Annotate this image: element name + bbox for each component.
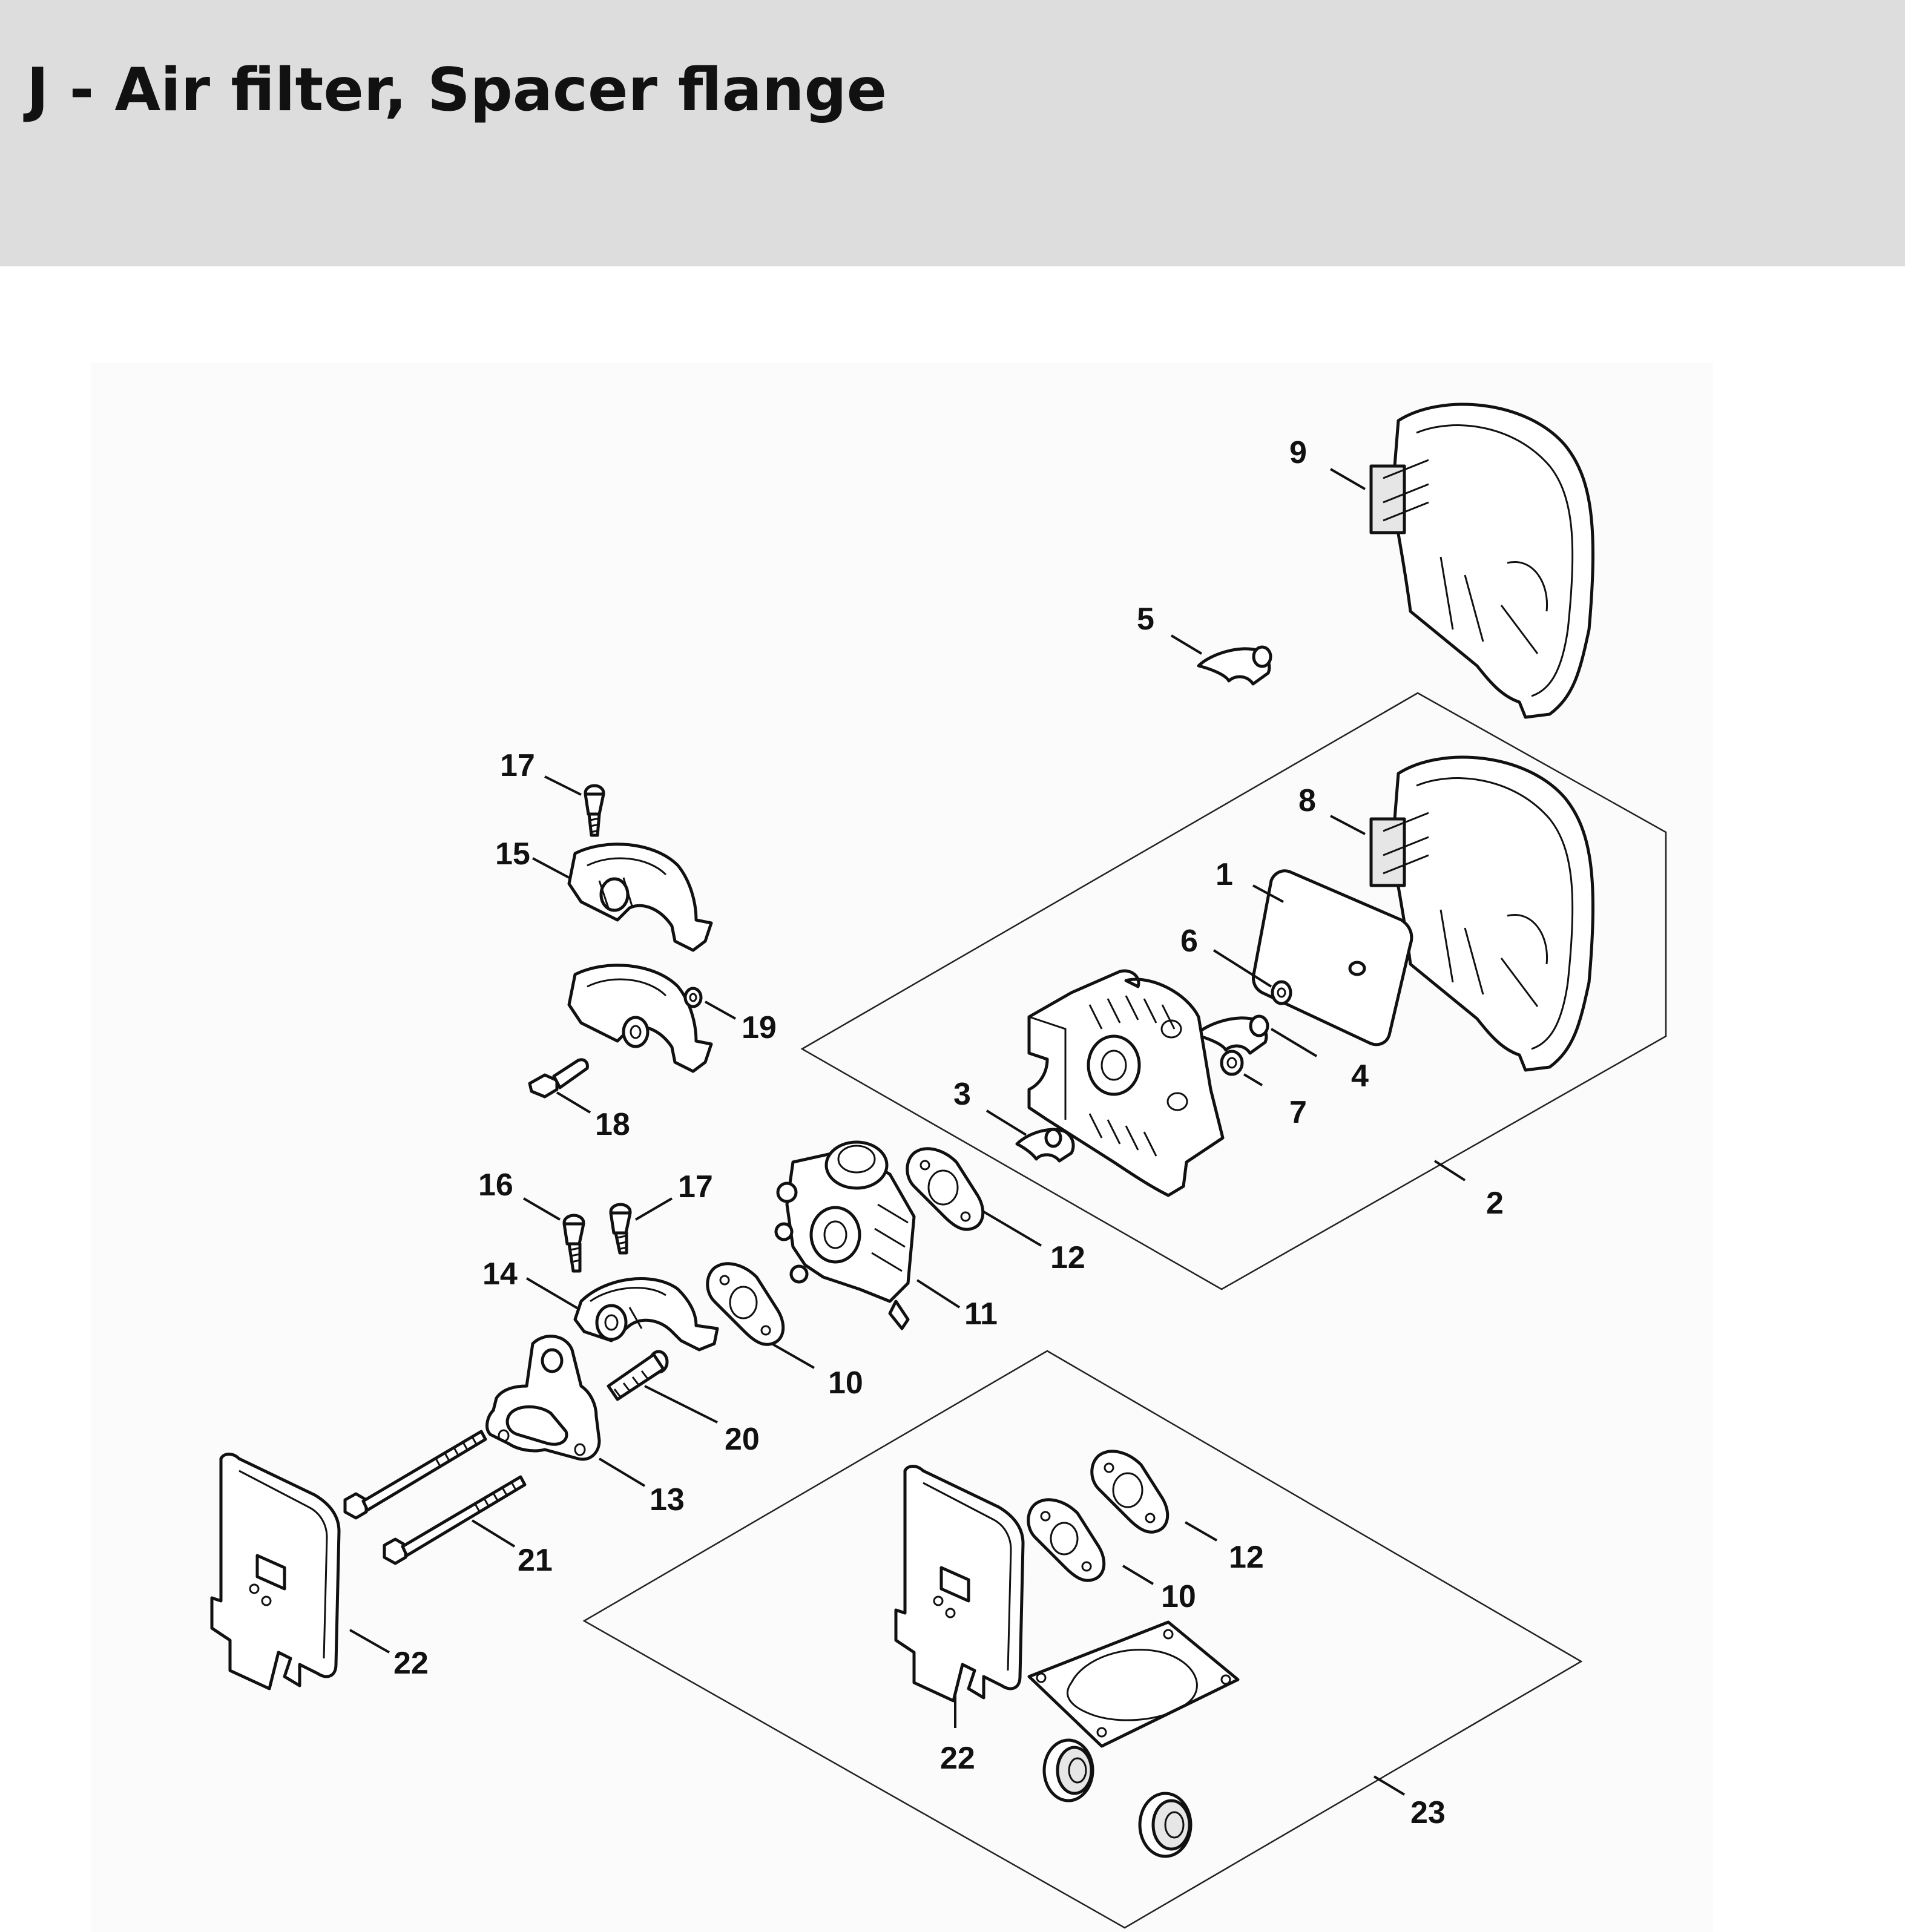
part-18-bolt bbox=[528, 1058, 589, 1099]
callout-2: 2 bbox=[1486, 1186, 1504, 1221]
callout-1: 1 bbox=[1216, 857, 1233, 892]
oil-seal-upper bbox=[1042, 1738, 1094, 1802]
callout-20: 20 bbox=[725, 1422, 760, 1457]
callout-7: 7 bbox=[1289, 1095, 1307, 1130]
callout-22-kit: 22 bbox=[940, 1741, 975, 1776]
callout-10-middle: 10 bbox=[828, 1365, 863, 1401]
part-3-clip bbox=[1015, 1128, 1075, 1163]
part-8-filter-housing-cover bbox=[1369, 755, 1594, 1072]
cylinder-gasket bbox=[1027, 1620, 1240, 1748]
part-7-nut bbox=[1220, 1050, 1244, 1076]
callout-19: 19 bbox=[742, 1010, 777, 1045]
part-16-screw bbox=[562, 1214, 585, 1273]
callout-4: 4 bbox=[1351, 1059, 1369, 1094]
part-5-bracket bbox=[1197, 645, 1272, 686]
leader-lines bbox=[349, 468, 1466, 1796]
part-22-heat-shield-kit bbox=[894, 1465, 1025, 1703]
page-title: J - Air filter, Spacer flange bbox=[27, 56, 887, 125]
callout-9: 9 bbox=[1289, 435, 1307, 470]
kit-outline-air-filter bbox=[800, 692, 1667, 1290]
part-22-heat-shield-left bbox=[210, 1453, 341, 1690]
callout-8: 8 bbox=[1298, 783, 1316, 818]
part-14-adjuster bbox=[573, 1277, 719, 1352]
callout-18: 18 bbox=[595, 1107, 630, 1142]
callout-22-left: 22 bbox=[393, 1646, 429, 1681]
callout-16: 16 bbox=[478, 1168, 513, 1203]
callout-17-middle: 17 bbox=[678, 1169, 713, 1204]
callout-21: 21 bbox=[518, 1543, 553, 1578]
part-4-bracket bbox=[1194, 1014, 1269, 1055]
part-10-gasket bbox=[706, 1262, 785, 1346]
callout-6: 6 bbox=[1180, 924, 1198, 959]
callout-12-kit: 12 bbox=[1229, 1540, 1264, 1575]
part-15-cover-lower bbox=[567, 964, 713, 1073]
part-15-cover bbox=[567, 843, 713, 952]
oil-seal-lower bbox=[1138, 1792, 1193, 1858]
part-17-screw-top bbox=[584, 784, 605, 837]
part-12-gasket bbox=[906, 1147, 985, 1231]
part-20-screw bbox=[607, 1350, 669, 1401]
callout-10-kit: 10 bbox=[1161, 1579, 1196, 1614]
part-21-bolt-upper bbox=[343, 1430, 487, 1520]
callout-11: 11 bbox=[964, 1296, 998, 1332]
part-21-bolt-lower bbox=[383, 1475, 527, 1565]
part-10-gasket-kit bbox=[1027, 1498, 1106, 1582]
callout-14: 14 bbox=[482, 1257, 518, 1292]
part-1-air-filter bbox=[1252, 869, 1413, 1046]
part-13-spacer-flange bbox=[485, 1335, 601, 1461]
callout-12-upper: 12 bbox=[1050, 1240, 1085, 1275]
part-17-screw-middle bbox=[609, 1203, 632, 1255]
kit-outline-gasket-set bbox=[582, 1350, 1583, 1929]
callout-5: 5 bbox=[1137, 602, 1154, 637]
callout-23: 23 bbox=[1410, 1795, 1446, 1830]
callout-13: 13 bbox=[650, 1482, 685, 1517]
part-11-carburetor bbox=[774, 1140, 916, 1330]
part-2-filter-base-plate bbox=[1027, 969, 1225, 1197]
callout-15: 15 bbox=[495, 836, 530, 872]
callout-17-top: 17 bbox=[500, 748, 535, 783]
part-9-filter-cover bbox=[1369, 402, 1594, 719]
page-header: J - Air filter, Spacer flange bbox=[0, 0, 1905, 266]
callout-3: 3 bbox=[953, 1077, 971, 1112]
part-19-nut bbox=[683, 987, 703, 1008]
part-12-gasket-kit bbox=[1090, 1450, 1170, 1534]
part-6-washer bbox=[1271, 980, 1292, 1005]
